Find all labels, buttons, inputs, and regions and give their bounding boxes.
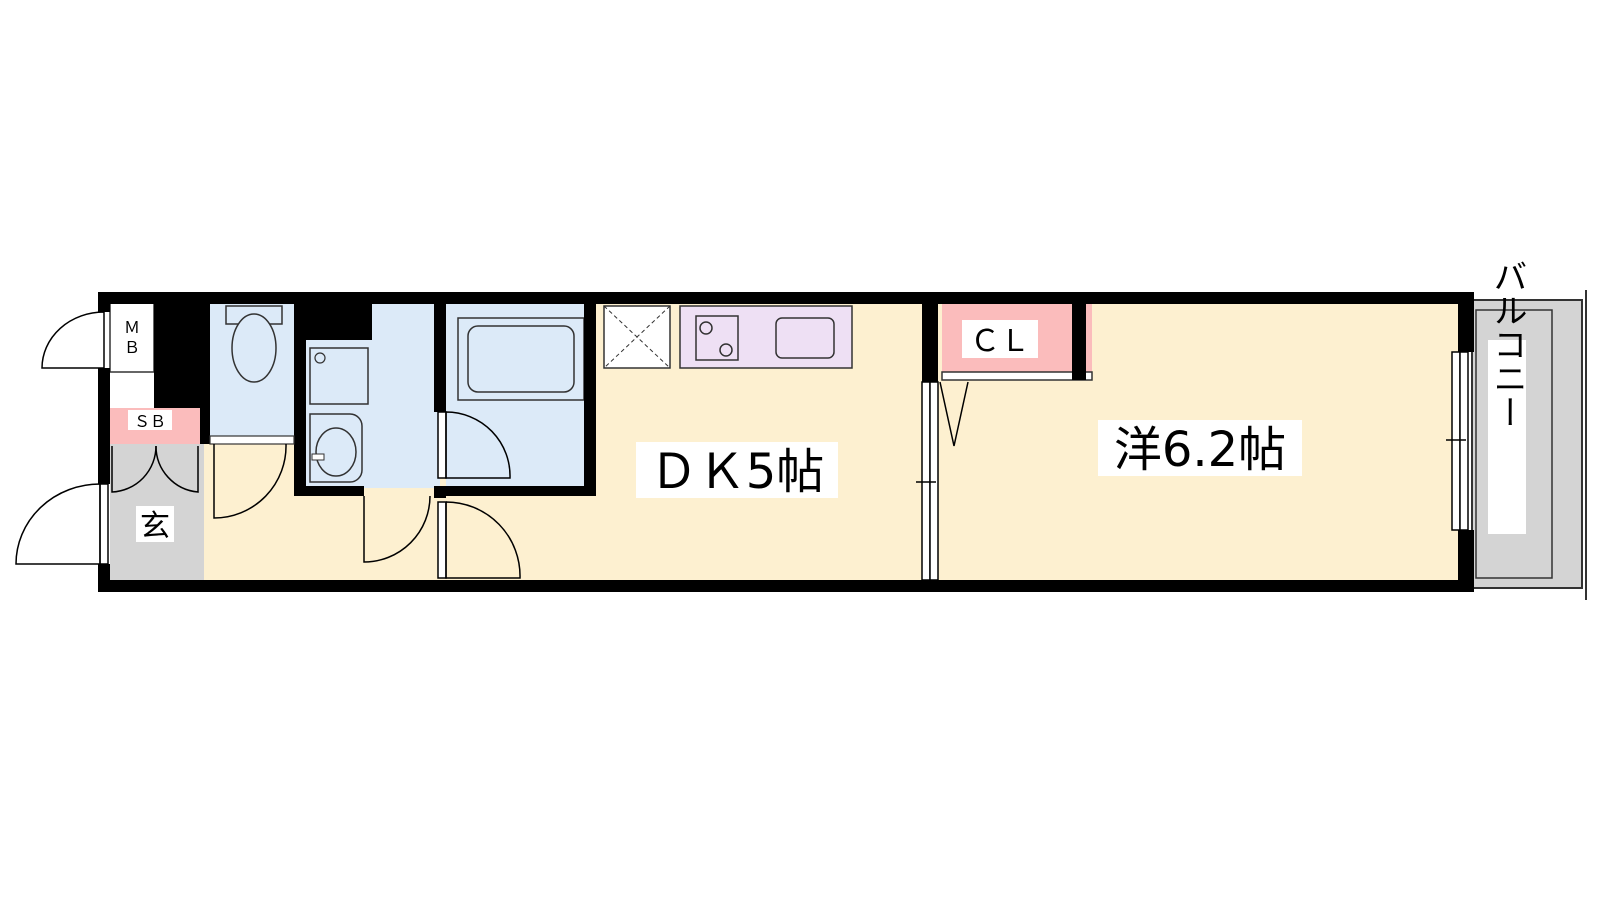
shoe-box-label-bg xyxy=(128,410,172,430)
toilet-door-frame xyxy=(209,435,295,445)
kitchen-sink xyxy=(775,317,835,359)
bathtub-inner xyxy=(467,325,575,393)
walls xyxy=(98,292,1474,592)
stove xyxy=(695,315,739,361)
balcony-label-bg xyxy=(1488,340,1526,534)
washing-machine-drain xyxy=(314,352,326,364)
washbasin xyxy=(309,413,363,483)
washbasin-faucet xyxy=(311,453,325,461)
meter-box xyxy=(109,301,155,373)
dk-floor-lower xyxy=(446,496,596,582)
entrance-label: 玄 xyxy=(140,509,170,544)
closet-label: ＣＬ xyxy=(970,324,1030,359)
entrance-label-bg xyxy=(136,506,174,542)
doors xyxy=(15,311,1469,581)
closet-label-bg xyxy=(962,320,1038,358)
meter-box-label-bottom: Ｂ xyxy=(124,338,140,357)
burner-2 xyxy=(719,343,733,357)
balcony-label: バルコニー xyxy=(1487,259,1527,429)
dk-label-bg xyxy=(636,442,838,498)
bathtub xyxy=(457,317,585,401)
toilet-bowl xyxy=(231,313,277,383)
closet-shelf xyxy=(941,371,1093,381)
burner-1 xyxy=(699,321,713,335)
shoe-box-label: ＳＢ xyxy=(134,412,166,431)
meter-box-label-top: Ｍ xyxy=(124,318,140,337)
fridge-cross-b xyxy=(603,305,671,369)
western-room-label: 洋6.2帖 xyxy=(1114,422,1286,478)
washing-machine xyxy=(309,347,369,405)
dk-label: ＤＫ5帖 xyxy=(650,444,825,500)
washbasin-bowl xyxy=(315,427,357,477)
western-label-bg xyxy=(1098,420,1302,476)
